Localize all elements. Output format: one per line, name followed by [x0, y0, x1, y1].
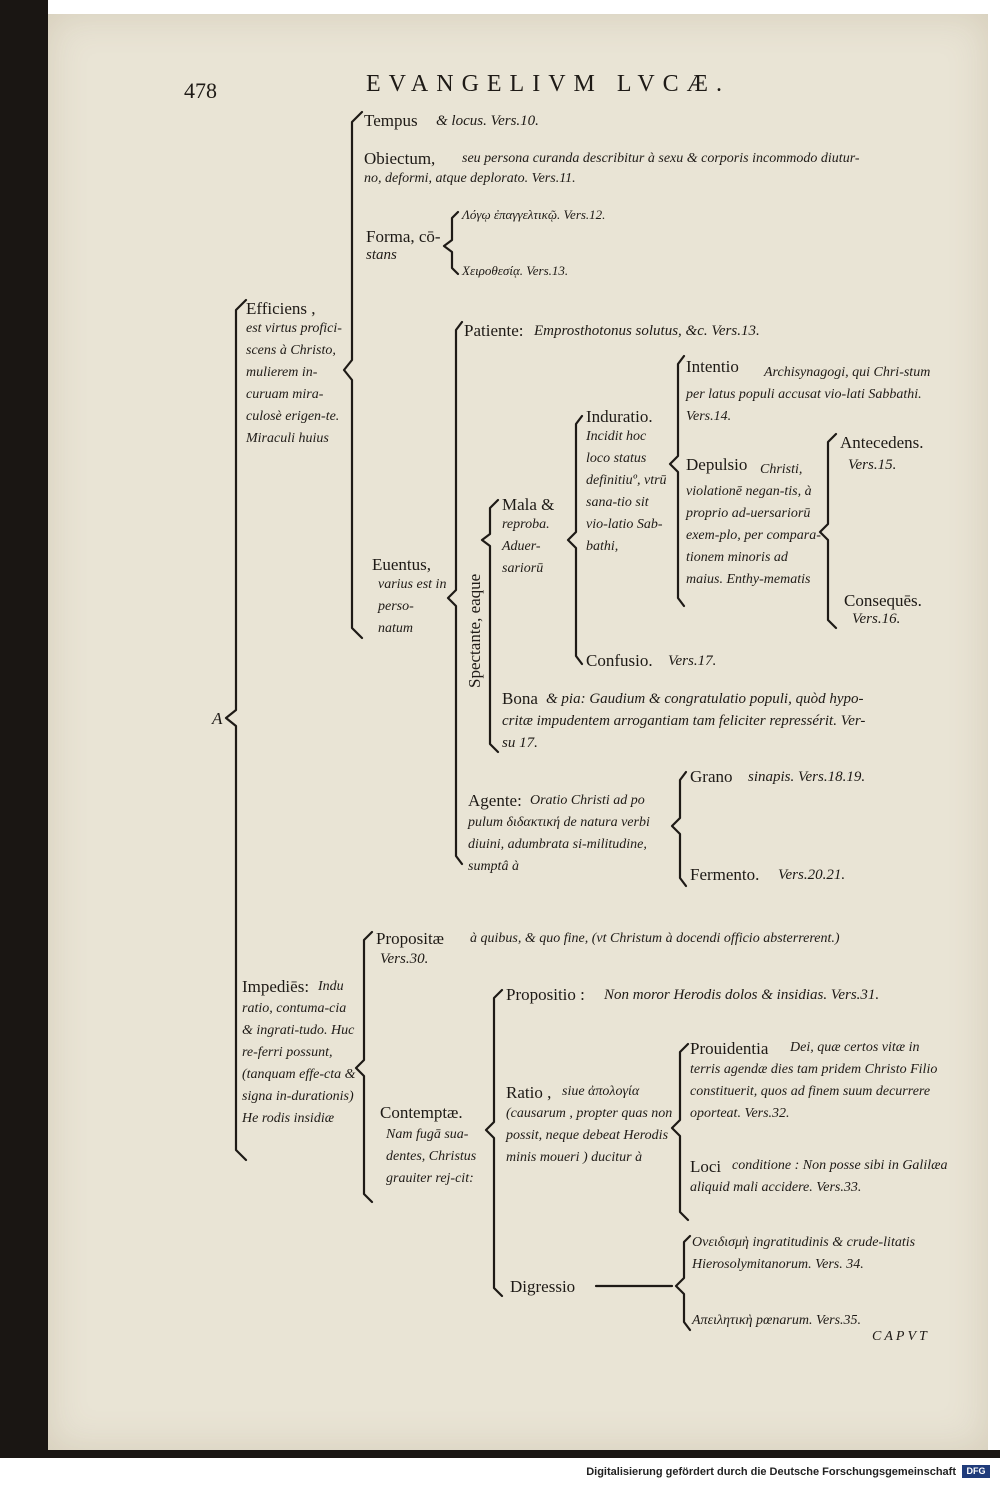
bona-line3: su 17. [502, 735, 538, 751]
impediens-label: Impediēs: [242, 977, 310, 996]
consequens-vers: Vers.16. [852, 611, 901, 627]
propositae-label: Propositæ [376, 929, 445, 948]
intentio-label: Intentio [686, 357, 739, 376]
obiectum-line1: seu persona curanda describitur à sexu &… [462, 151, 860, 166]
propositae-line1: à quibus, & quo fine, (vt Christum à doc… [470, 931, 840, 946]
propositae-line2: Vers.30. [380, 951, 429, 967]
running-head: EVANGELIVM LVCÆ. [366, 71, 731, 97]
antecedens-vers: Vers.15. [848, 457, 897, 473]
impediens-desc: Indu ratio, contuma-cia & ingrati-tudo. … [242, 979, 356, 1126]
agente-label: Agente: [468, 791, 522, 810]
contemptae-label: Contemptæ. [380, 1103, 463, 1122]
footer-credit: Digitalisierung gefördert durch die Deut… [586, 1466, 956, 1478]
forma-label2: stans [366, 247, 397, 263]
euentus-desc: varius est in perso-natum [378, 577, 447, 636]
bona-line1: & pia: Gaudium & congratulatio populi, q… [546, 691, 864, 707]
propositio-rest: Non moror Herodis dolos & insidias. Vers… [604, 987, 880, 1003]
brace-ratio [670, 1042, 690, 1222]
grano-rest: sinapis. Vers.18.19. [748, 769, 866, 785]
obiectum-line2: no, deformi, atque deplorato. Vers.11. [364, 171, 576, 186]
digressio-label: Digressio [510, 1277, 576, 1296]
brace-impediens [354, 930, 374, 1204]
confusio-label: Confusio. [586, 651, 653, 670]
footer-bar: Digitalisierung gefördert durch die Deut… [0, 1462, 1000, 1485]
agente-desc: Oratio Christi ad po pulum διδακτική de … [468, 793, 650, 874]
prouidentia-label: Prouidentia [690, 1039, 769, 1058]
spectante-label: Spectante, eaque [465, 573, 484, 688]
root-letter: A [212, 709, 223, 728]
mala-desc: reproba. Aduer-sariorū [502, 517, 550, 576]
brace-depulsio [818, 432, 838, 630]
brace-mala [566, 414, 584, 666]
fermento-label: Fermento. [690, 865, 760, 884]
forma-item-1: Λόγῳ ἐπαγγελτικῷ. Vers.12. [462, 207, 606, 222]
brace-root [224, 298, 248, 1162]
depulsio-label: Depulsio [686, 455, 748, 474]
tempus-rest: & locus. Vers.10. [436, 113, 539, 129]
brace-induratio [668, 354, 686, 608]
brace-contemptae [484, 988, 504, 1298]
contemptae-desc: Nam fugā sua-dentes, Christus grauiter r… [386, 1127, 477, 1186]
ratio-desc: siue ἀπολογία (causarum , propter quas n… [506, 1084, 673, 1165]
consequens-label: Consequēs. [844, 591, 922, 610]
catchword: CAPVT [872, 1329, 930, 1344]
brace-efficiens [342, 110, 364, 640]
oneidismos-desc: Ονειδισμὴ ingratitudinis & crude-litatis… [692, 1235, 916, 1272]
brace-agente [670, 770, 688, 888]
patiente-label: Patiente: [464, 321, 524, 340]
efficiens-desc: est virtus profici-scens à Christo, muli… [246, 321, 342, 446]
euentus-label: Euentus, [372, 555, 432, 574]
prouidentia-desc: Dei, quæ certos vitæ in terris agendæ di… [690, 1040, 938, 1121]
intentio-desc: Archisynagogi, qui Chri-stum per latus p… [686, 365, 931, 424]
antecedens-label: Antecedens. [840, 433, 924, 452]
apelleptike-desc: Απειλητικὴ pœnarum. Vers.35. [692, 1313, 862, 1328]
brace-euentus [446, 320, 464, 866]
brace-digressio [674, 1234, 692, 1332]
loci-label: Loci [690, 1157, 722, 1176]
loci-desc: conditione : Non posse sibi in Galilæa a… [690, 1158, 948, 1195]
tempus-label: Tempus [364, 111, 418, 130]
confusio-vers: Vers.17. [668, 653, 717, 669]
page-number: 478 [184, 78, 217, 103]
forma-item-2: Χειροθεσίᾳ. Vers.13. [462, 263, 569, 278]
forma-label: Forma, cō- [366, 227, 441, 246]
grano-label: Grano [690, 767, 733, 786]
dfg-logo-icon: DFG [962, 1465, 990, 1478]
induratio-label: Induratio. [586, 407, 653, 426]
patiente-rest: Emprosthotonus solutus, &c. Vers.13. [534, 323, 760, 339]
propositio-label: Propositio : [506, 985, 585, 1004]
book-spine-shadow [0, 0, 48, 1450]
efficiens-label: Efficiens , [246, 299, 316, 318]
bona-line2: critæ impudentem arrogantiam tam felicit… [502, 713, 866, 729]
fermento-rest: Vers.20.21. [778, 867, 846, 883]
obiectum-label: Obiectum, [364, 149, 436, 168]
brace-forma [442, 210, 460, 276]
bona-label: Bona [502, 689, 538, 708]
mala-label: Mala & [502, 495, 555, 514]
ratio-label: Ratio , [506, 1083, 552, 1102]
paper-sheet [48, 14, 988, 1450]
induratio-desc: Incidit hoc loco status definitiuº, vtrū… [586, 429, 667, 554]
depulsio-desc: Christi, violationē negan-tis, à proprio… [686, 462, 821, 587]
scan-bottom-edge [0, 1450, 1000, 1458]
brace-spectante [480, 498, 500, 754]
